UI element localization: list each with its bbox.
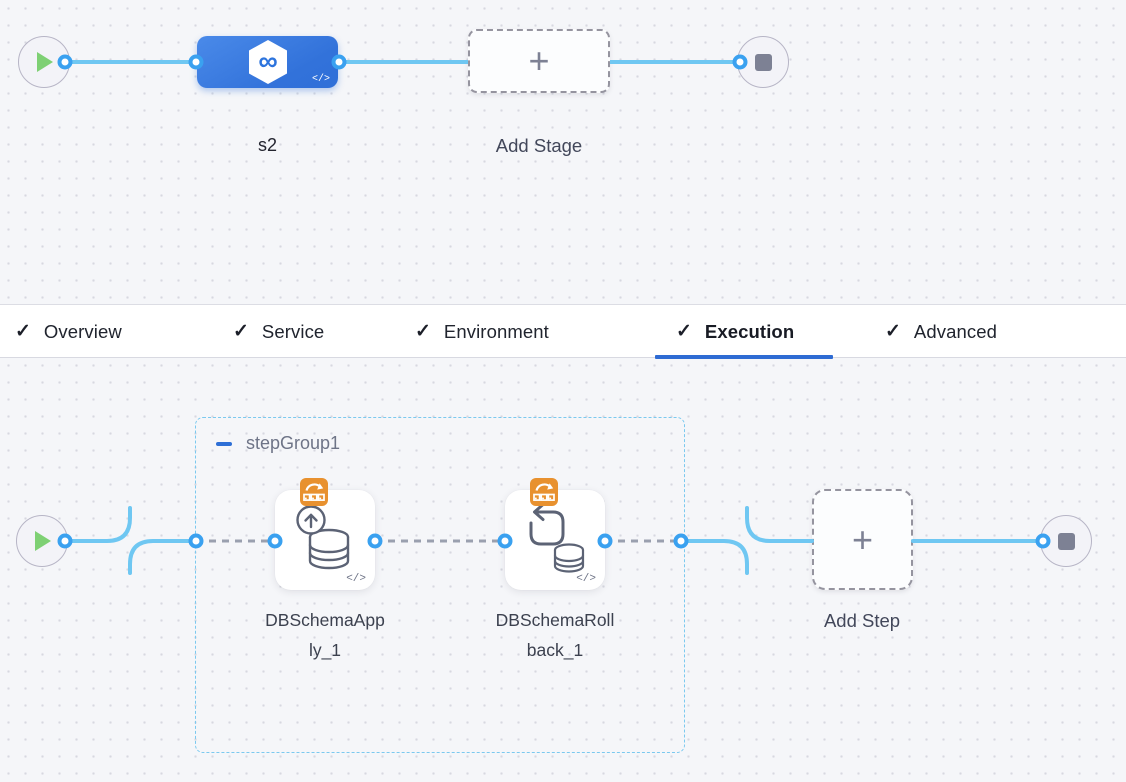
stop-icon — [1057, 532, 1075, 550]
plus-icon: + — [528, 40, 550, 81]
add-stage-label[interactable]: Add Stage — [495, 135, 583, 156]
tab-execution[interactable]: ✓ Execution — [676, 320, 795, 343]
connector-branch-line — [63, 506, 132, 543]
db-schema-rollback-icon — [529, 503, 585, 573]
stage-node-s2[interactable]: ∞ </> — [197, 36, 338, 88]
tab-advanced[interactable]: ✓ Advanced — [885, 320, 998, 343]
db-schema-apply-icon — [296, 505, 350, 570]
stage-pipeline-canvas: ∞ </> + s2 Add Stage — [0, 0, 1126, 304]
execution-canvas: stepGroup1 — [0, 358, 1126, 782]
play-icon — [37, 52, 53, 72]
step-group-container — [195, 417, 685, 753]
tab-service[interactable]: ✓ Service — [233, 320, 325, 343]
check-icon: ✓ — [676, 321, 692, 342]
add-stage-button[interactable]: + — [468, 29, 610, 93]
pipeline-end-node[interactable] — [737, 36, 789, 88]
add-step-button[interactable]: + — [812, 489, 913, 590]
aws-db-schema-badge-icon — [530, 478, 558, 506]
plus-icon: + — [851, 518, 874, 560]
active-tab-underline — [655, 355, 833, 359]
add-step-label[interactable]: Add Step — [823, 610, 901, 631]
connector-branch-line — [128, 539, 198, 575]
step-group-label[interactable]: stepGroup1 — [246, 433, 341, 453]
step-node-dbschemarollback[interactable]: </> — [505, 478, 605, 590]
connector-branch-line — [745, 506, 814, 543]
step-yaml-icon[interactable]: </> — [576, 573, 596, 585]
check-icon: ✓ — [415, 321, 431, 342]
check-icon: ✓ — [15, 321, 31, 342]
infinity-glyph: ∞ — [258, 46, 277, 76]
stop-icon — [754, 53, 772, 71]
step-label-dbschemaapply[interactable]: DBSchemaApply_1 — [265, 610, 385, 660]
step-node-dbschemaapply[interactable]: </> — [275, 478, 375, 590]
stage-label[interactable]: s2 — [257, 135, 277, 155]
check-icon: ✓ — [885, 321, 901, 342]
connector-branch-line — [679, 539, 749, 575]
harness-cd-hexagon-icon: ∞ — [248, 40, 287, 84]
play-icon — [35, 531, 51, 551]
stage-config-tab-bar: ✓ Overview ✓ Service ✓ Environment ✓ Exe… — [0, 304, 1126, 359]
check-icon: ✓ — [233, 321, 249, 342]
stage-yaml-icon[interactable]: </> — [311, 74, 330, 85]
execution-end-node[interactable] — [1040, 515, 1092, 567]
tab-environment[interactable]: ✓ Environment — [415, 320, 549, 343]
tab-overview[interactable]: ✓ Overview — [15, 320, 122, 343]
execution-start-node[interactable] — [16, 515, 68, 567]
collapse-step-group-icon[interactable] — [216, 442, 232, 446]
pipeline-start-node[interactable] — [18, 36, 70, 88]
step-yaml-icon[interactable]: </> — [346, 573, 366, 585]
aws-db-schema-badge-icon — [300, 478, 328, 506]
step-label-dbschemarollback[interactable]: DBSchemaRollback_1 — [495, 610, 615, 660]
